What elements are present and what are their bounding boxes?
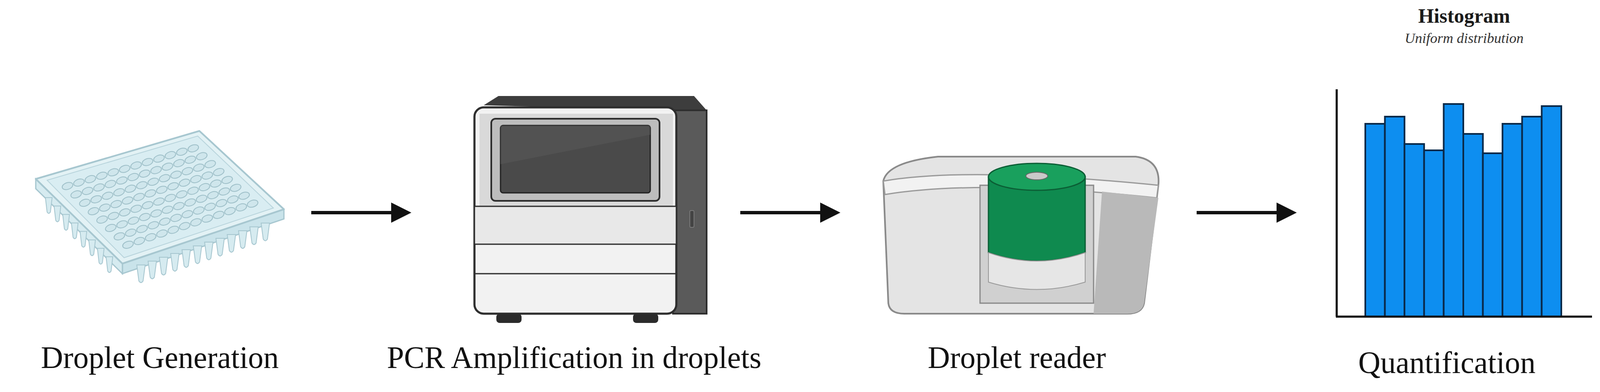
stage-label: Droplet reader <box>927 340 1107 375</box>
droplet-generation-stage: Droplet Generation <box>12 84 308 387</box>
flow-arrow <box>740 210 838 215</box>
droplet-reader-stage: Droplet reader <box>841 84 1193 387</box>
flow-arrow <box>1196 210 1294 215</box>
stage-label: PCR Amplification in droplets <box>386 340 762 375</box>
chart-title: Histogram <box>1418 5 1511 28</box>
stage-label: Droplet Generation <box>40 340 279 375</box>
chart-subtitle: Uniform distribution <box>1404 30 1524 46</box>
thermocycler-illustration <box>474 95 707 323</box>
well-plate-illustration <box>35 130 284 283</box>
quantification-stage: Quantification <box>1297 84 1597 387</box>
pcr-stage: PCR Amplification in droplets <box>412 84 737 387</box>
stage-label: Quantification <box>1358 345 1536 380</box>
histogram-chart <box>1335 89 1593 317</box>
droplet-reader-illustration <box>883 156 1159 314</box>
flow-arrow <box>311 210 408 215</box>
